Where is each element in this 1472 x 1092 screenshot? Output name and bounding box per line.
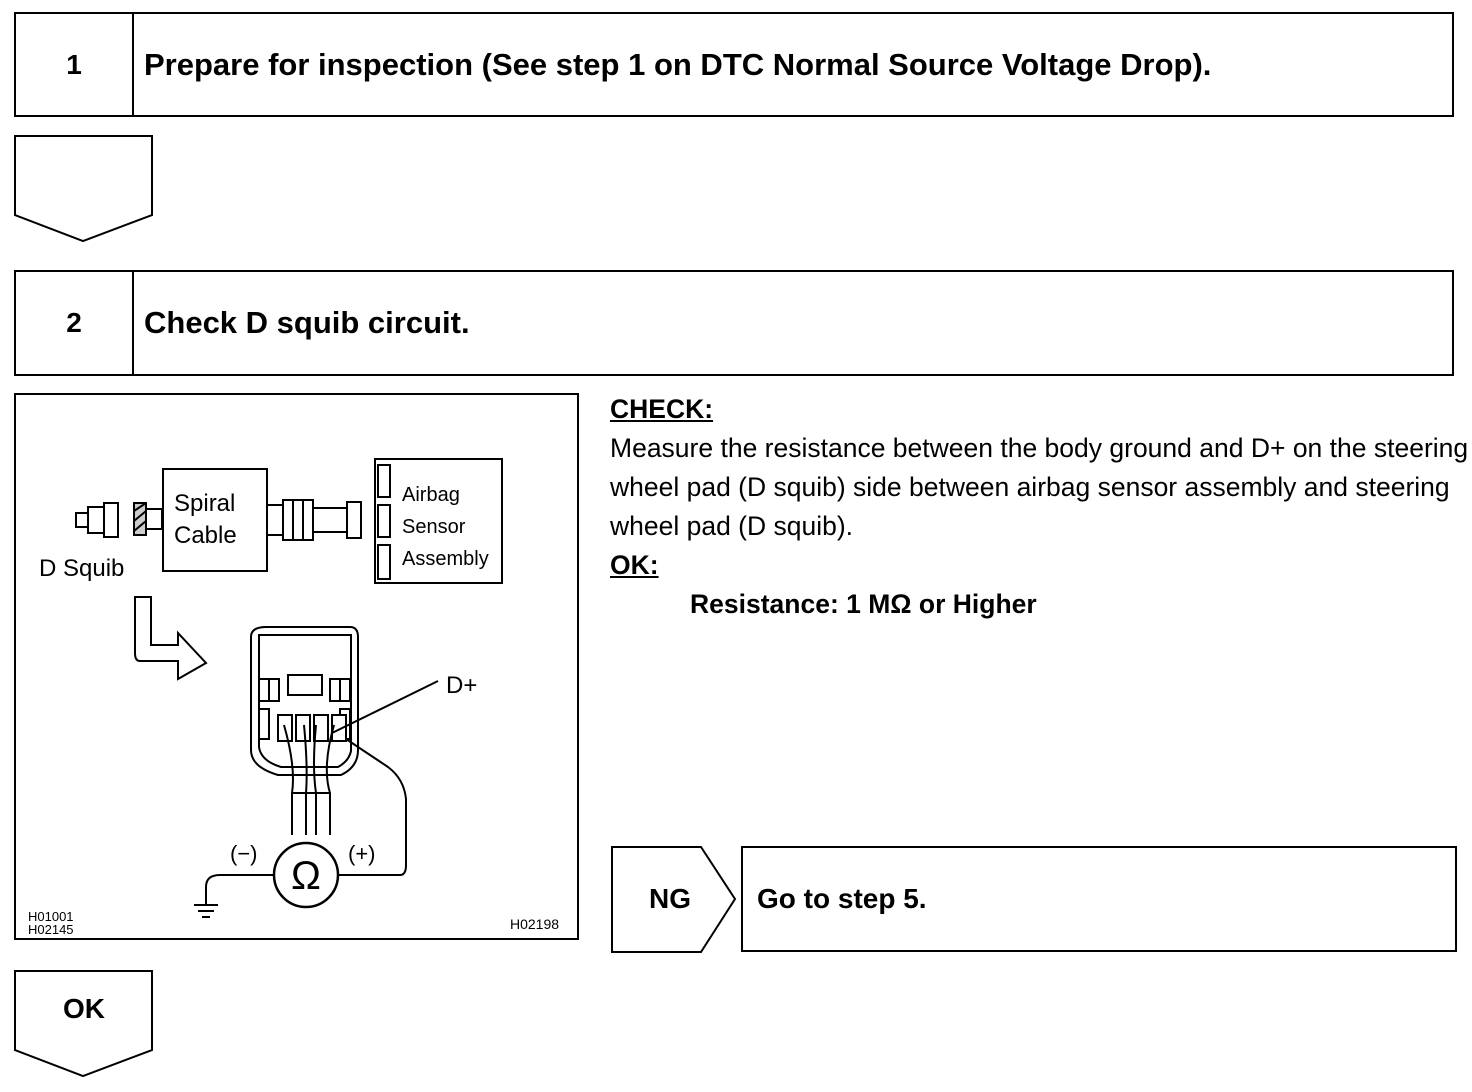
positive-lead <box>338 738 407 876</box>
d-squib-circuit-diagram: Spiral Cable Airbag Sensor Assembly D Sq… <box>14 393 579 940</box>
probe-wires <box>283 724 335 835</box>
sensor-pins <box>377 464 391 580</box>
ok-label: OK <box>63 993 105 1024</box>
ground-icon <box>194 904 218 918</box>
step-1-number: 1 <box>16 14 134 115</box>
airbag-sensor-label-line1: Airbag <box>402 484 460 506</box>
step-2-number: 2 <box>16 272 134 374</box>
airbag-sensor-label-line2: Sensor <box>402 516 466 538</box>
ng-action-box: Go to step 5. <box>741 846 1457 952</box>
spiral-to-sensor-connector <box>266 499 362 541</box>
airbag-sensor-label-line3: Assembly <box>402 548 489 570</box>
check-section: CHECK: Measure the resistance between th… <box>610 390 1470 624</box>
spiral-cable-label-line2: Cable <box>174 522 237 549</box>
ng-pointer-shape <box>611 846 737 953</box>
ohm-symbol: Ω <box>291 854 321 898</box>
ok-heading: OK: <box>610 550 659 580</box>
d-plus-label: D+ <box>446 672 477 699</box>
step-2-title: Check D squib circuit. <box>144 305 470 340</box>
check-body: Measure the resistance between the body … <box>610 433 1469 541</box>
flow-arrow-down <box>14 135 153 243</box>
minus-label: (−) <box>230 841 258 866</box>
negative-lead <box>205 874 274 905</box>
ng-label: NG <box>649 883 691 914</box>
d-plus-leader <box>331 680 439 734</box>
figure-code-left-2: H02145 <box>28 922 74 937</box>
step-1-title: Prepare for inspection (See step 1 on DT… <box>144 46 1212 82</box>
step-1-row: 1 Prepare for inspection (See step 1 on … <box>14 12 1454 117</box>
squib-connector-face <box>250 626 359 776</box>
check-heading: CHECK: <box>610 394 714 424</box>
figure-code-left-1: H01001 <box>28 909 74 924</box>
airbag-sensor-assembly-box <box>374 458 503 584</box>
ok-arrow-down <box>14 970 153 1078</box>
step-2-row: 2 Check D squib circuit. <box>14 270 1454 376</box>
d-squib-label: D Squib <box>39 555 124 582</box>
figure-code-right: H02198 <box>510 916 559 932</box>
resistance-spec: Resistance: 1 MΩ or Higher <box>690 589 1037 619</box>
plus-label: (+) <box>348 841 376 866</box>
spiral-cable-box <box>162 468 268 572</box>
d-squib-connector <box>75 502 163 538</box>
spiral-cable-label-line1: Spiral <box>174 490 235 517</box>
bent-arrow <box>134 596 208 681</box>
